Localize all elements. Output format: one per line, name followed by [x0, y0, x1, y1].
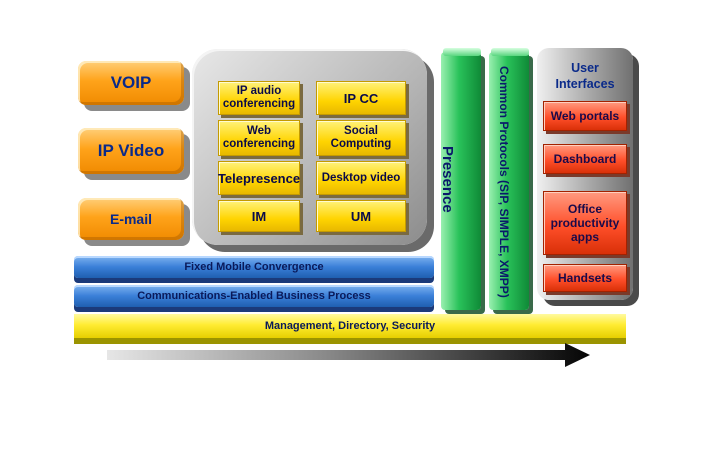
- cell-im: IM: [218, 200, 300, 232]
- pillar-common-protocols-cap: [491, 48, 529, 56]
- bar-fixed-mobile-convergence: Fixed Mobile Convergence: [74, 256, 434, 278]
- ui-handsets: Handsets: [543, 264, 627, 292]
- cell-telepresence: Telepresence: [218, 161, 300, 195]
- cell-ip-audio-conferencing: IP audio conferencing: [218, 81, 300, 115]
- arrow-shape: [107, 343, 590, 367]
- pillar-common-protocols: [489, 52, 529, 310]
- progression-arrow: [107, 343, 590, 367]
- service-voip: VOIP: [78, 61, 184, 105]
- cell-ip-cc: IP CC: [316, 81, 406, 115]
- user-interfaces-title: User Interfaces: [555, 61, 615, 91]
- ui-web-portals: Web portals: [543, 101, 627, 131]
- bar-communications-enabled-business-process: Communications-Enabled Business Process: [74, 285, 434, 307]
- cell-desktop-video: Desktop video: [316, 161, 406, 195]
- presence-label: Presence: [439, 146, 456, 213]
- bar-management-directory-security: Management, Directory, Security: [74, 314, 626, 338]
- cell-um: UM: [316, 200, 406, 232]
- ui-dashboard: Dashboard: [543, 144, 627, 174]
- user-interfaces-panel: [537, 48, 633, 300]
- pillar-presence-cap: [443, 48, 481, 56]
- service-email: E-mail: [78, 198, 184, 240]
- pillar-presence: [441, 52, 481, 310]
- common-protocols-label: Common Protocols (SIP, SIMPLE, XMPP): [497, 66, 511, 298]
- cell-web-conferencing: Web conferencing: [218, 120, 300, 156]
- service-ip-video: IP Video: [78, 128, 184, 174]
- ui-office-productivity-apps: Office productivity apps: [543, 191, 627, 255]
- cell-social-computing: Social Computing: [316, 120, 406, 156]
